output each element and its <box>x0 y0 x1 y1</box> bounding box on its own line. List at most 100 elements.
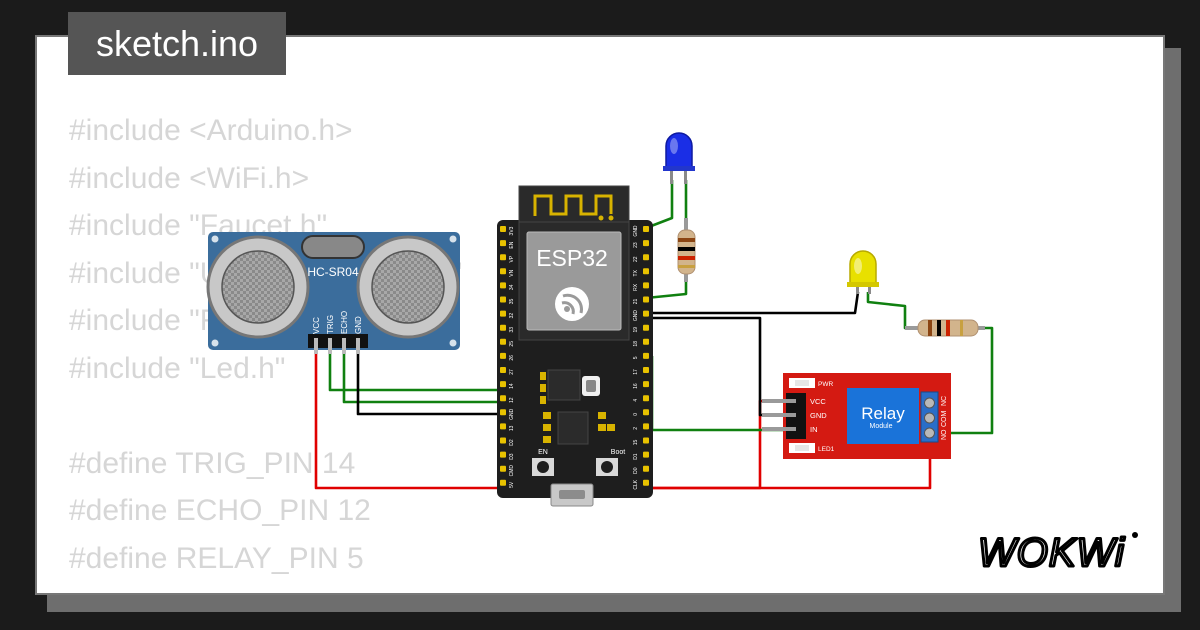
esp32-pin-label: D1 <box>633 453 639 460</box>
en-button-label: EN <box>538 449 548 456</box>
esp32-pin-left[interactable] <box>500 324 506 331</box>
esp32-pin-right[interactable] <box>643 423 649 430</box>
esp32-pin-right[interactable] <box>643 367 649 373</box>
esp32-pin-label: EN <box>509 241 515 248</box>
sensor-crystal <box>301 235 365 259</box>
esp32-pin-right[interactable] <box>643 409 649 416</box>
esp32-pin-right[interactable] <box>643 268 649 275</box>
esp32-pin-label: VP <box>509 255 515 262</box>
relay-pin-label-vcc: VCC <box>810 397 826 406</box>
esp32-pin-label: 4 <box>633 399 639 402</box>
yellow-led-resistor <box>905 319 985 337</box>
esp32-pin-left[interactable] <box>500 282 506 289</box>
esp32-pin-left[interactable] <box>500 254 506 261</box>
sensor-pin-label-echo: ECHO <box>340 311 349 334</box>
esp32-pin-left[interactable] <box>500 479 506 486</box>
esp32-pin-label: 32 <box>509 313 515 319</box>
esp32-pin-left[interactable] <box>500 240 506 247</box>
relay-module[interactable]: VCC GND IN PWR LED1 Relay Module NO COM … <box>762 373 951 459</box>
relay-terminal-labels: NO COM NC <box>941 396 948 440</box>
esp32-pin-label: 5 <box>633 356 639 359</box>
esp32-pin-right[interactable] <box>643 451 649 458</box>
file-tab-label: sketch.ino <box>95 22 259 64</box>
relay-terminal-nc: NC <box>941 396 948 406</box>
wire-relay-no <box>945 326 994 435</box>
esp32-pin-right[interactable] <box>643 395 649 402</box>
esp32-shield <box>526 231 622 331</box>
yellow-led[interactable] <box>847 250 879 294</box>
esp32-pin-label: VN <box>509 269 515 276</box>
wokwi-logo-text: WOKWi <box>978 531 1125 575</box>
esp32-pin-right[interactable] <box>643 352 649 359</box>
esp32-pin-left[interactable] <box>500 310 506 317</box>
code-line: #include "Led.h" <box>69 351 286 385</box>
esp32-pin-right[interactable] <box>643 381 649 388</box>
relay-led1-indicator: LED1 <box>789 443 835 453</box>
esp32-pin-left[interactable] <box>500 338 506 345</box>
esp32-pin-left[interactable] <box>500 451 506 458</box>
esp32-pin-label: 15 <box>633 440 639 446</box>
esp32-pin-left[interactable] <box>500 381 506 388</box>
relay-terminal-com: COM <box>941 411 948 428</box>
svg-text:PWR: PWR <box>818 381 833 388</box>
boot-button[interactable]: Boot <box>596 449 625 476</box>
code-line: #define LED_PIN 21 <box>69 582 462 593</box>
esp32-pin-left[interactable] <box>500 367 506 373</box>
relay-title: Relay <box>861 404 905 423</box>
esp32-pin-left[interactable] <box>500 352 506 359</box>
relay-terminal-no: NO <box>941 429 948 440</box>
esp32-pin-right[interactable] <box>643 282 649 289</box>
esp32-pin-left[interactable] <box>500 226 506 232</box>
esp32-pin-right[interactable] <box>643 465 649 472</box>
wokwi-logo: WOKWi <box>977 530 1138 576</box>
esp32-pin-label: 18 <box>633 341 639 347</box>
esp32-pin-label: D2 <box>509 439 515 446</box>
relay-pin-label-gnd: GND <box>810 411 827 420</box>
wire-sensor-gnd <box>356 348 503 416</box>
transducer-right <box>356 235 460 339</box>
esp32-pin-label: 26 <box>509 355 515 361</box>
code-line: #define TRIG_PIN 14 <box>69 446 356 480</box>
esp32-pin-label: 5V <box>509 481 515 488</box>
esp32-pin-right[interactable] <box>643 310 649 317</box>
relay-pin-labels: VCC GND IN <box>810 397 827 434</box>
esp32-pin-right[interactable] <box>643 338 649 345</box>
esp32-pin-left[interactable] <box>500 423 506 430</box>
esp32-usb-chip <box>557 411 589 445</box>
blue-led[interactable] <box>663 132 695 184</box>
sensor-pin-label-trig: TRIG <box>326 315 335 334</box>
esp32-pin-label: 19 <box>633 327 639 333</box>
esp32-pin-right[interactable] <box>643 437 649 444</box>
esp32-pin-right[interactable] <box>643 479 649 486</box>
esp32-pin-label: GND <box>633 310 639 322</box>
esp32-pin-label: CMD <box>509 465 515 477</box>
esp32-pin-label: 13 <box>509 425 515 431</box>
esp32-pin-left[interactable] <box>500 465 506 472</box>
esp32-pin-label: 3V3 <box>509 226 515 235</box>
ultrasonic-sensor[interactable]: HC-SR04 VCC TRIG ECHO GND <box>206 232 460 354</box>
en-button[interactable]: EN <box>532 449 554 476</box>
esp32-pin-right[interactable] <box>643 324 649 331</box>
esp32-pin-left[interactable] <box>500 409 506 416</box>
esp32-pin-right[interactable] <box>643 254 649 261</box>
esp32-pin-right[interactable] <box>643 226 649 232</box>
esp32-pin-label: 27 <box>509 369 515 375</box>
esp32-pin-left[interactable] <box>500 296 506 303</box>
file-tab[interactable]: sketch.ino <box>68 12 286 75</box>
esp32-pin-label: CLK <box>633 479 639 489</box>
esp32-pin-left[interactable] <box>500 395 506 402</box>
esp32-pin-left[interactable] <box>500 437 506 444</box>
esp32-pin-right[interactable] <box>643 296 649 303</box>
esp32-board[interactable]: ESP32 3V3ENVPVN343532332526271412GND13D2… <box>497 185 653 507</box>
esp32-pin-label: 34 <box>509 284 515 290</box>
esp32-pin-label: RX <box>633 283 639 291</box>
esp32-pin-label: 17 <box>633 369 639 375</box>
sensor-pin-labels: VCC TRIG ECHO GND <box>312 311 363 334</box>
esp32-pin-label: GND <box>633 225 639 237</box>
esp32-pin-left[interactable] <box>500 268 506 275</box>
relay-pwr-indicator: PWR <box>789 378 833 388</box>
esp32-pin-right[interactable] <box>643 240 649 247</box>
svg-text:LED1: LED1 <box>818 446 835 453</box>
